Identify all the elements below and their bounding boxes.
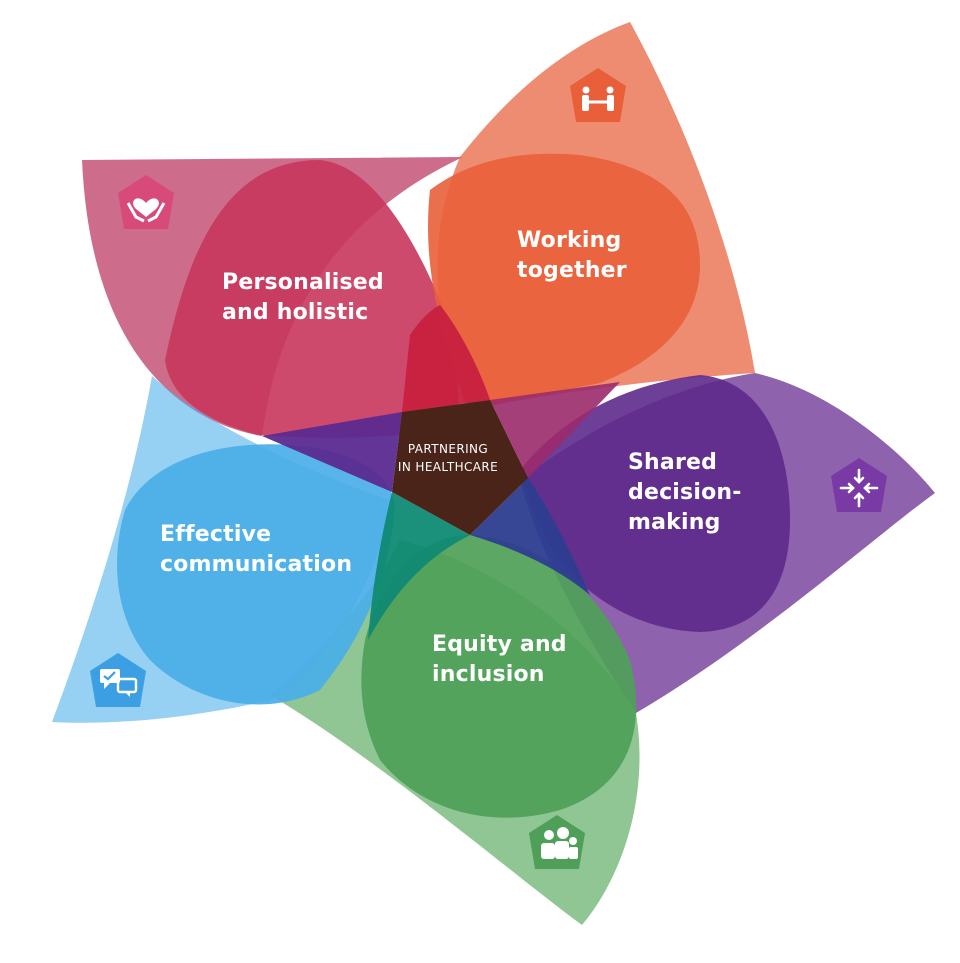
label-personalised-line1: Personalised [222, 270, 384, 295]
label-equity-line2: inclusion [432, 662, 545, 687]
label-working: Working together [517, 226, 627, 286]
handshake-icon [570, 68, 626, 122]
label-effective: Effective communication [160, 520, 352, 580]
caring-hands-heart-icon [118, 175, 174, 229]
blob-working [428, 153, 700, 411]
core-magenta [402, 305, 490, 412]
core-teal [368, 492, 470, 640]
core-purple-right [490, 382, 620, 478]
label-shared-line1: Shared [628, 450, 718, 475]
label-working-line2: together [517, 258, 627, 283]
blob-shared [520, 375, 790, 632]
label-personalised-line2: and holistic [222, 300, 369, 325]
label-equity: Equity and inclusion [432, 630, 567, 690]
center-label-line2: IN HEALTHCARE [397, 460, 499, 474]
label-equity-line1: Equity and [432, 632, 567, 657]
chat-bubbles-icon [90, 653, 146, 707]
center-pentagon [392, 400, 528, 535]
arrows-converge-icon [831, 458, 887, 512]
blob-personalised [165, 160, 459, 438]
label-personalised: Personalised and holistic [222, 268, 384, 328]
blob-effective [117, 444, 395, 705]
core-navy [470, 478, 590, 595]
label-effective-line1: Effective [160, 522, 272, 547]
group-people-icon [529, 815, 585, 869]
center-label-line1: PARTNERING [407, 442, 489, 456]
label-effective-line2: communication [160, 552, 353, 577]
core-purple-blue [262, 412, 402, 492]
center-label: PARTNERING IN HEALTHCARE [383, 440, 513, 476]
label-working-line1: Working [517, 228, 622, 253]
blob-equity [361, 535, 637, 818]
label-shared-line3: making [628, 510, 721, 535]
label-shared: Shared decision- making [628, 448, 742, 538]
label-shared-line2: decision- [628, 480, 742, 505]
